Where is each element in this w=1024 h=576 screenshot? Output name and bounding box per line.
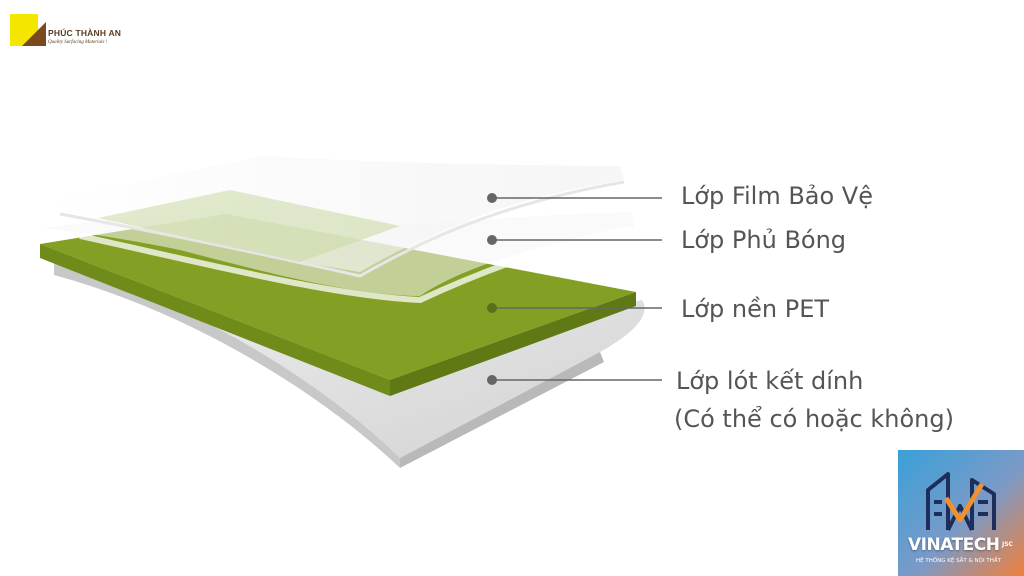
vinatech-suffix: JSC (1002, 541, 1013, 548)
vinatech-brand-name: VINATECH (908, 535, 1000, 555)
pet-layer (40, 214, 636, 396)
phuc-thanh-an-logo (10, 14, 46, 46)
vinatech-logo-badge (898, 450, 1024, 576)
label-pet-base: Lớp nền PET (681, 295, 830, 323)
label-adhesive-line-2: (Có thể có hoặc không) (674, 405, 954, 433)
logo-brown-triangle-icon (22, 22, 46, 46)
label-protective-film: Lớp Film Bảo Vệ (681, 182, 873, 210)
pointer-pet (487, 303, 662, 313)
pointer-adhesive (487, 375, 662, 385)
logo-tagline: Quality Surfacing Materials ! (48, 40, 108, 45)
logo-brand-name: PHÚC THÀNH AN (48, 28, 122, 38)
vinatech-tagline: HỆ THỐNG KỆ SẮT & NỘI THẤT (916, 558, 1001, 564)
film-layer (40, 156, 625, 278)
label-gloss-coating: Lớp Phủ Bóng (681, 226, 847, 254)
pointer-film (487, 193, 662, 203)
pointer-gloss (487, 235, 662, 245)
label-adhesive-line-1: Lớp lót kết dính (676, 367, 864, 395)
